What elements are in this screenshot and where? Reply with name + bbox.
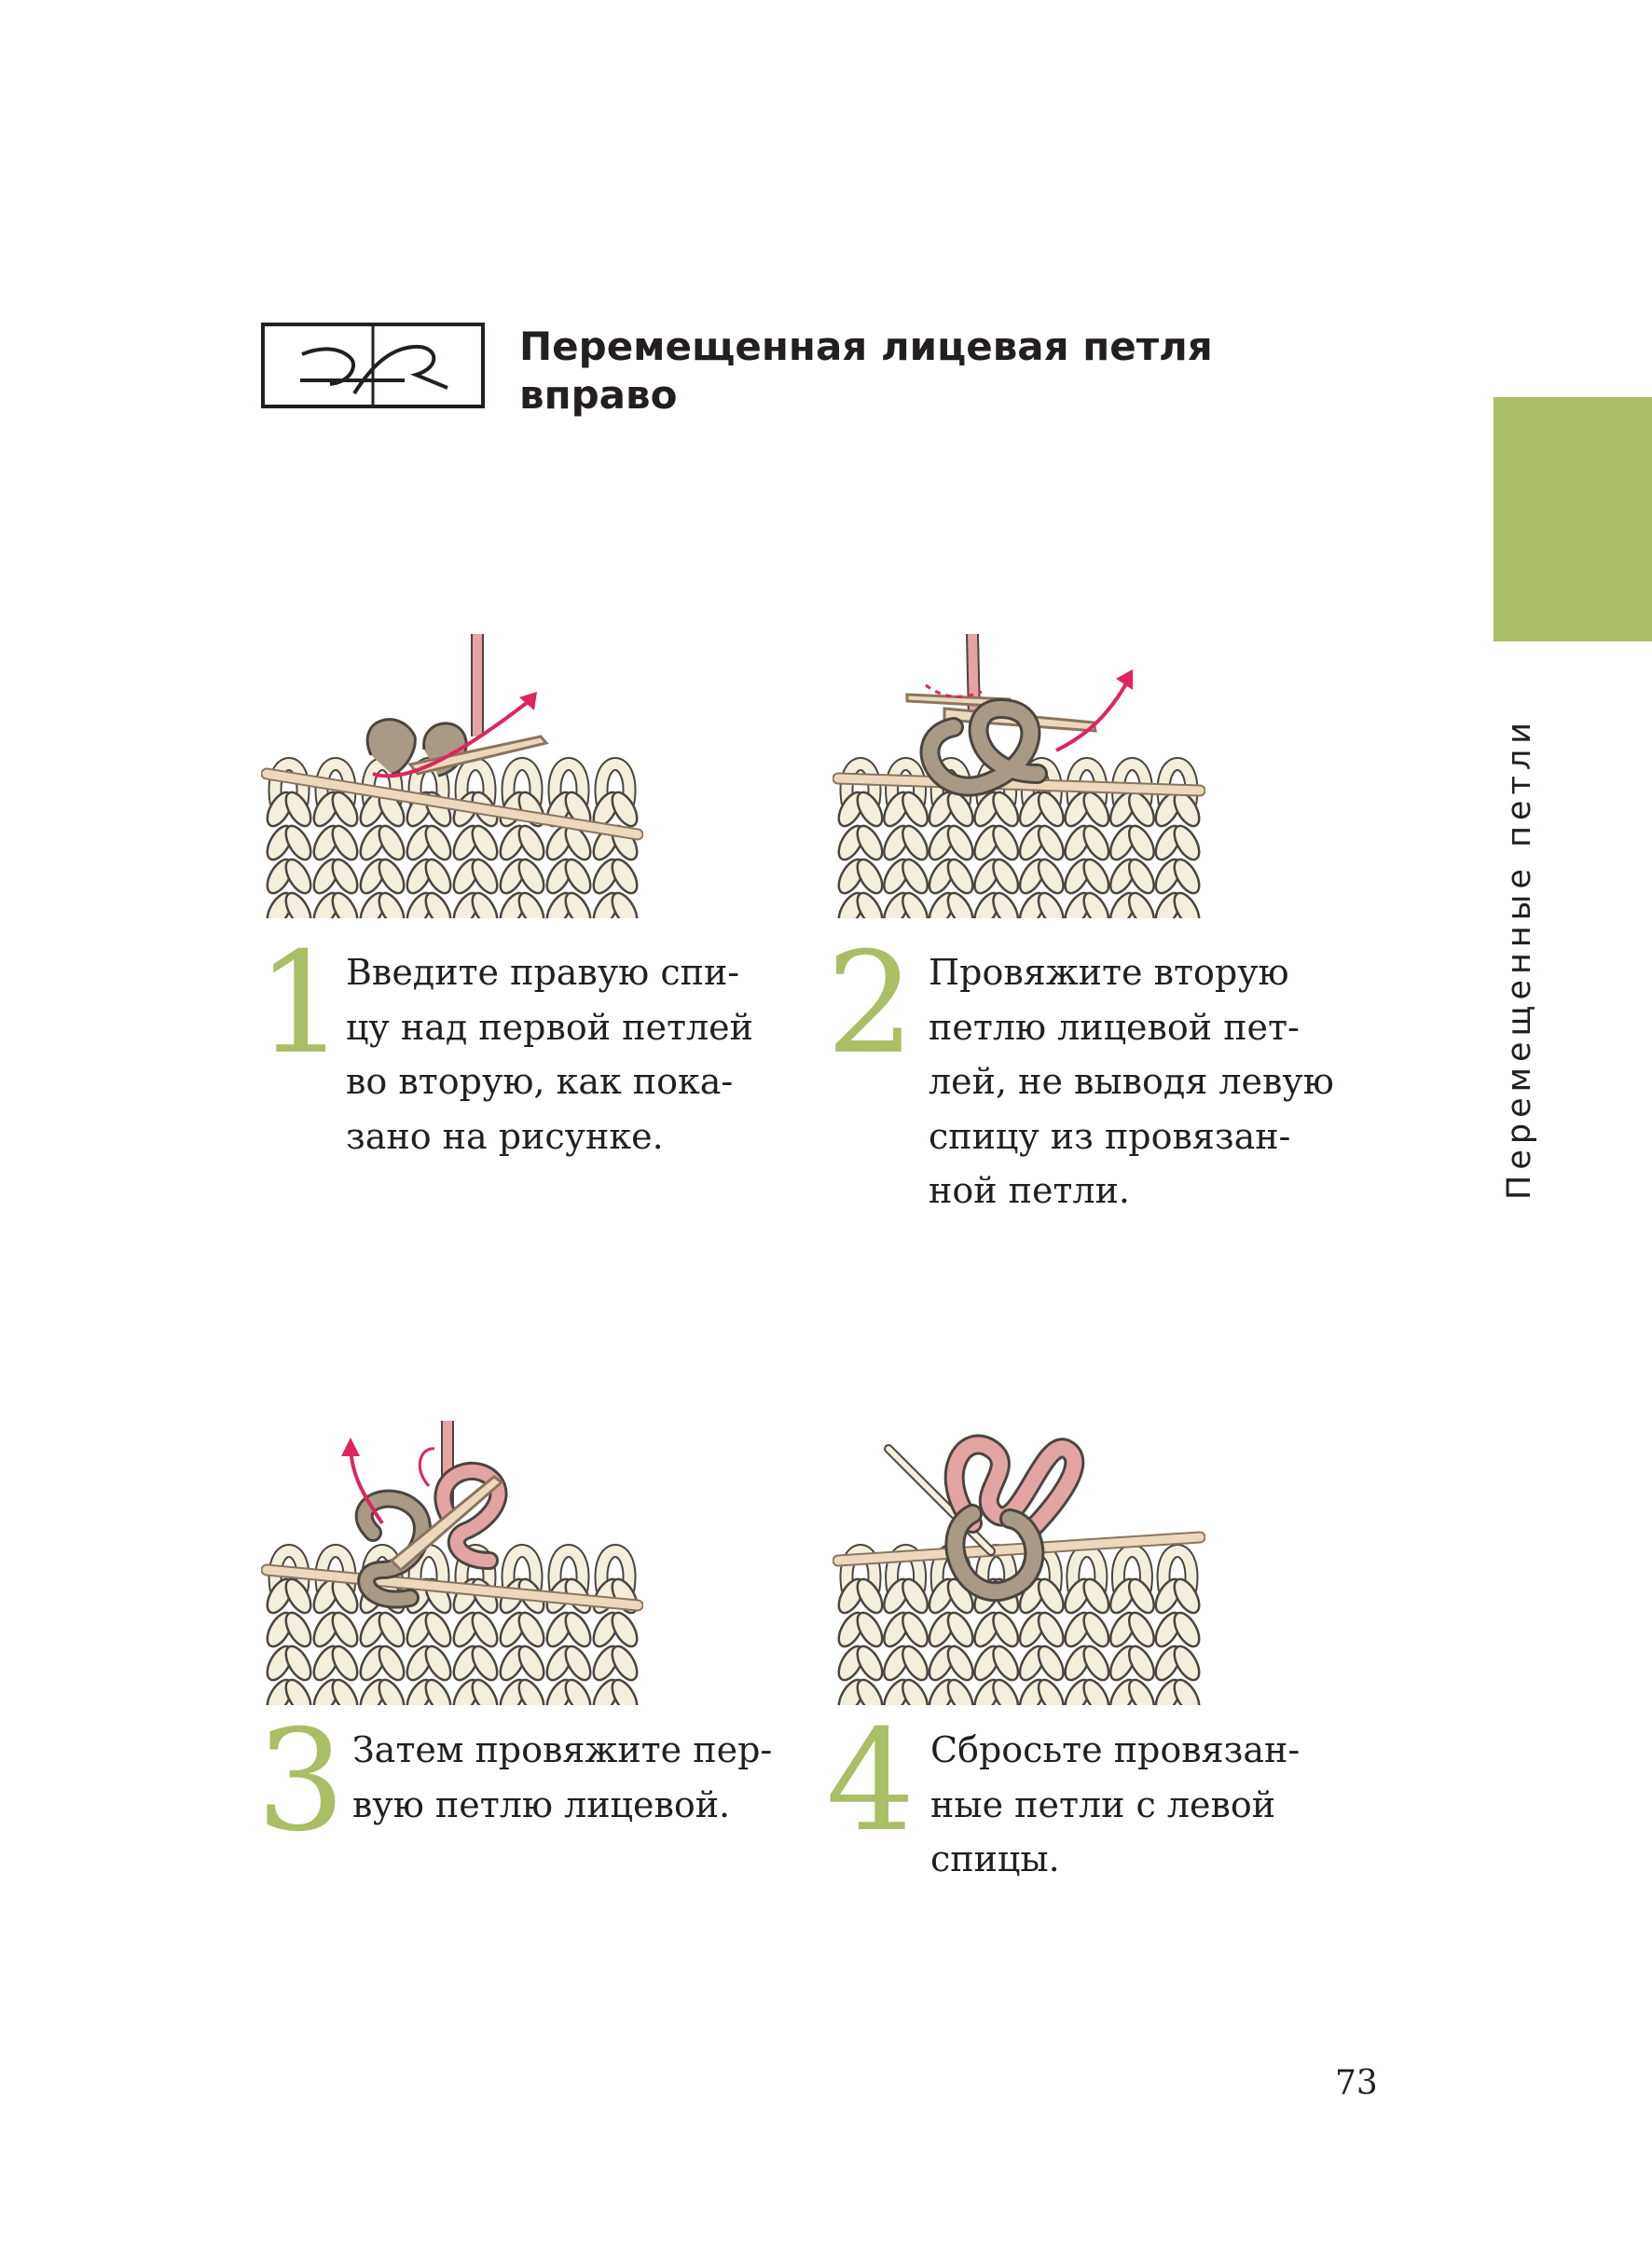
step-1-text: Введите правую спи- цу над первой петлей… — [346, 945, 753, 1163]
step-1-number: 1 — [256, 923, 346, 1085]
step-3-illustration — [261, 1421, 643, 1705]
page-number: 73 — [1335, 2064, 1378, 2102]
step-2-line: Провяжите вторую — [929, 952, 1289, 993]
step-1-line: Введите правую спи- — [346, 952, 740, 993]
section-label: Перемещенные петли — [1501, 716, 1538, 1200]
step-1-line: зано на рисунке. — [346, 1115, 664, 1157]
step-2-line: ной петли. — [929, 1170, 1130, 1211]
step-2-line: лей, не выводя левую — [929, 1061, 1334, 1102]
step-3-text: Затем провяжите пер- вую петлю лицевой. — [352, 1723, 772, 1832]
step-2-illustration — [833, 634, 1205, 918]
step-2-text: Провяжите вторую петлю лицевой пет- лей,… — [929, 945, 1334, 1218]
stitch-symbol — [261, 323, 485, 408]
right-cross-symbol-icon — [300, 326, 448, 405]
title-line: вправо — [519, 372, 678, 418]
step-4-illustration — [833, 1421, 1205, 1705]
step-2-number: 2 — [826, 923, 915, 1085]
title-line: Перемещенная лицевая петля — [519, 323, 1213, 369]
step-3-line: вую петлю лицевой. — [352, 1783, 731, 1825]
step-1-line: во вторую, как пока- — [346, 1061, 734, 1102]
step-4-line: спицы. — [930, 1838, 1060, 1879]
page-title: Перемещенная лицевая петля вправо — [519, 323, 1265, 420]
step-4-number: 4 — [826, 1700, 915, 1863]
step-1-illustration — [261, 634, 643, 918]
step-3-line: Затем провяжите пер- — [352, 1729, 773, 1770]
step-4-text: Сбросьте провязан- ные петли с левой спи… — [930, 1723, 1300, 1887]
step-1-line: цу над первой петлей — [346, 1006, 753, 1048]
step-2-line: петлю лицевой пет- — [929, 1006, 1300, 1048]
step-4-line: Сбросьте провязан- — [930, 1729, 1301, 1770]
step-2-line: спицу из провязан- — [929, 1115, 1291, 1157]
step-3-number: 3 — [256, 1700, 346, 1863]
step-4-line: ные петли с левой — [930, 1783, 1276, 1825]
section-tab — [1494, 397, 1652, 641]
